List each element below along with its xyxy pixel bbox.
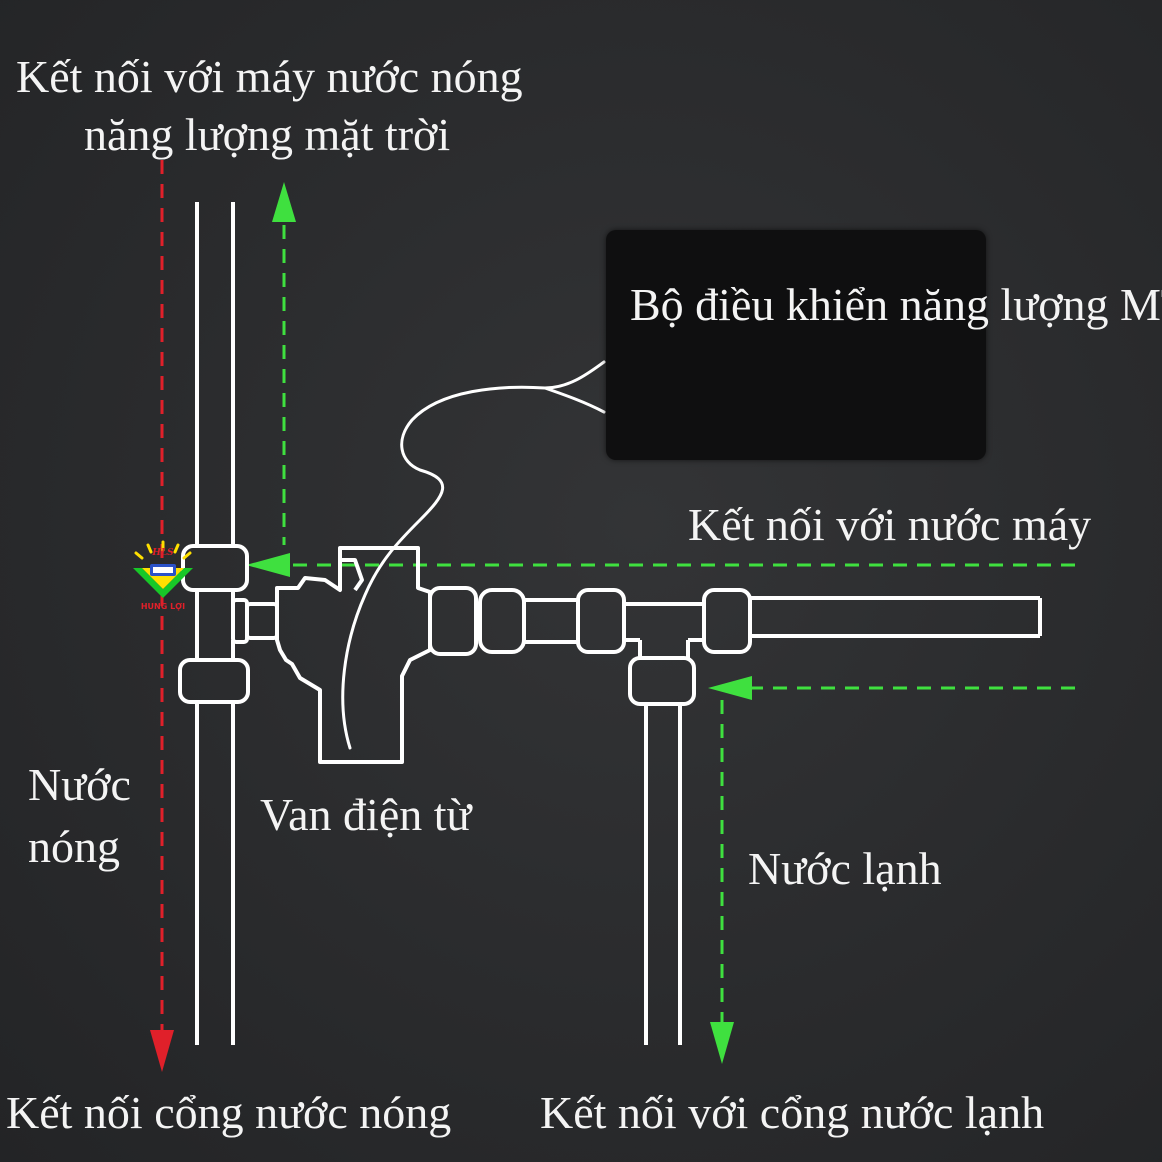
hot-water-flow-arrow: [150, 160, 174, 1072]
control-wire: [341, 360, 606, 750]
cold-water-label: Nước lạnh: [748, 843, 942, 894]
controller-label: Bộ điều khiển năng lượng MT: [630, 276, 1162, 334]
cold-outlet-label: Kết nối với cổng nước lạnh: [540, 1087, 1045, 1138]
solar-heater-label-line1: Kết nối với máy nước nóng: [16, 51, 523, 102]
solenoid-valve-label: Van điện từ: [260, 789, 472, 840]
controller-label-line1: Bộ điều khiển: [630, 279, 889, 330]
pipe-network: [178, 202, 1042, 1045]
hot-water-label-line1: Nước: [28, 759, 131, 810]
controller-label-line2: năng lượng MT: [899, 279, 1162, 330]
hung-loi-logo: HLS HUNG LỢI: [128, 540, 198, 620]
hot-outlet-label: Kết nối cổng nước nóng: [6, 1087, 452, 1138]
logo-name: HUNG LỢI: [140, 602, 186, 611]
diamond-sun-logo-icon: [133, 540, 193, 598]
solar-heater-label-line2: năng lượng mặt trời: [84, 109, 451, 160]
cold-water-flow-arrow: [708, 676, 1075, 1064]
hot-water-label-line2: nóng: [28, 821, 120, 872]
solar-controller-box: [606, 230, 986, 460]
solar-supply-flow-arrow: [272, 182, 296, 545]
tap-water-label: Kết nối với nước máy: [688, 499, 1092, 550]
tap-water-flow-arrow: [246, 553, 1075, 577]
logo-initials: HLS: [152, 548, 174, 558]
